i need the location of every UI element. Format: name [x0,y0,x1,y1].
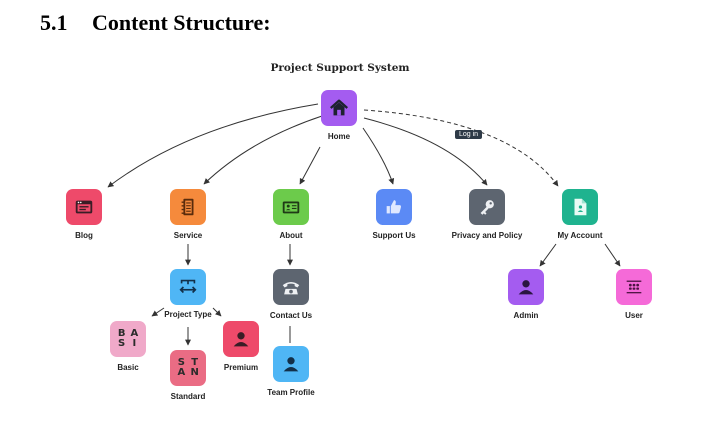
person-icon [283,357,299,372]
blog-label: Blog [75,231,93,240]
contact-label: Contact Us [269,311,313,320]
edge-projecttype-premium [212,307,222,317]
people-list-icon [626,280,642,294]
node-about: About [231,189,351,240]
log-in-badge: Log in [455,130,483,139]
user-label: User [625,311,643,320]
notebook-icon [181,198,194,216]
edge-home-about [299,146,321,185]
node-premium: Premium [181,321,301,372]
section-title: Content Structure: [92,10,271,35]
project-type-label: Project Type [164,310,212,319]
edge-projecttype-basic [151,307,165,317]
home-tile [321,90,357,126]
section-heading: 5.1 Content Structure: [40,10,271,36]
node-contact-us: Contact Us [231,269,351,320]
privacy-tile [469,189,505,225]
premium-tile [223,321,259,357]
home-icon [329,99,349,116]
node-service: Service [128,189,248,240]
team-tile [273,346,309,382]
node-user: User [574,269,694,320]
node-team-profile: Team Profile [231,346,351,397]
telephone-icon [282,281,300,295]
account-tile [562,189,598,225]
resize-arrows-icon [179,279,197,294]
thumbs-up-icon [386,200,401,214]
edge-home-service [203,115,323,185]
premium-label: Premium [223,363,259,372]
user-tile [616,269,652,305]
node-blog: Blog [24,189,144,240]
node-support-us: Support Us [334,189,454,240]
diagram-title: Project Support System [270,62,410,74]
node-project-type [128,269,248,305]
about-label: About [279,231,303,240]
standard-label: Standard [170,392,206,401]
project-type-tile [170,269,206,305]
edge-home-privacy [363,117,488,186]
service-label: Service [173,231,203,240]
admin-label: Admin [513,311,539,320]
service-tile [170,189,206,225]
home-label: Home [327,132,351,141]
support-tile [376,189,412,225]
node-privacy-policy: Privacy and Policy [427,189,547,240]
document-icon [574,198,587,216]
section-number: 5.1 [40,10,68,35]
basic-label: Basic [117,363,139,372]
support-label: Support Us [372,231,416,240]
admin-tile [508,269,544,305]
key-icon [480,200,494,215]
person-icon [233,332,249,347]
node-admin: Admin [466,269,586,320]
edge-home-support [362,127,395,185]
privacy-label: Privacy and Policy [451,231,523,240]
person-icon [518,280,534,295]
edge-account-admin [539,243,557,267]
edge-home-blog [107,103,319,188]
contact-tile [273,269,309,305]
id-card-icon [282,201,300,214]
edge-account-user [604,243,621,267]
blog-tile [66,189,102,225]
node-home: Home [279,90,399,141]
browser-window-icon [75,200,93,214]
team-label: Team Profile [267,388,315,397]
node-my-account: My Account [520,189,640,240]
account-label: My Account [557,231,603,240]
about-tile [273,189,309,225]
